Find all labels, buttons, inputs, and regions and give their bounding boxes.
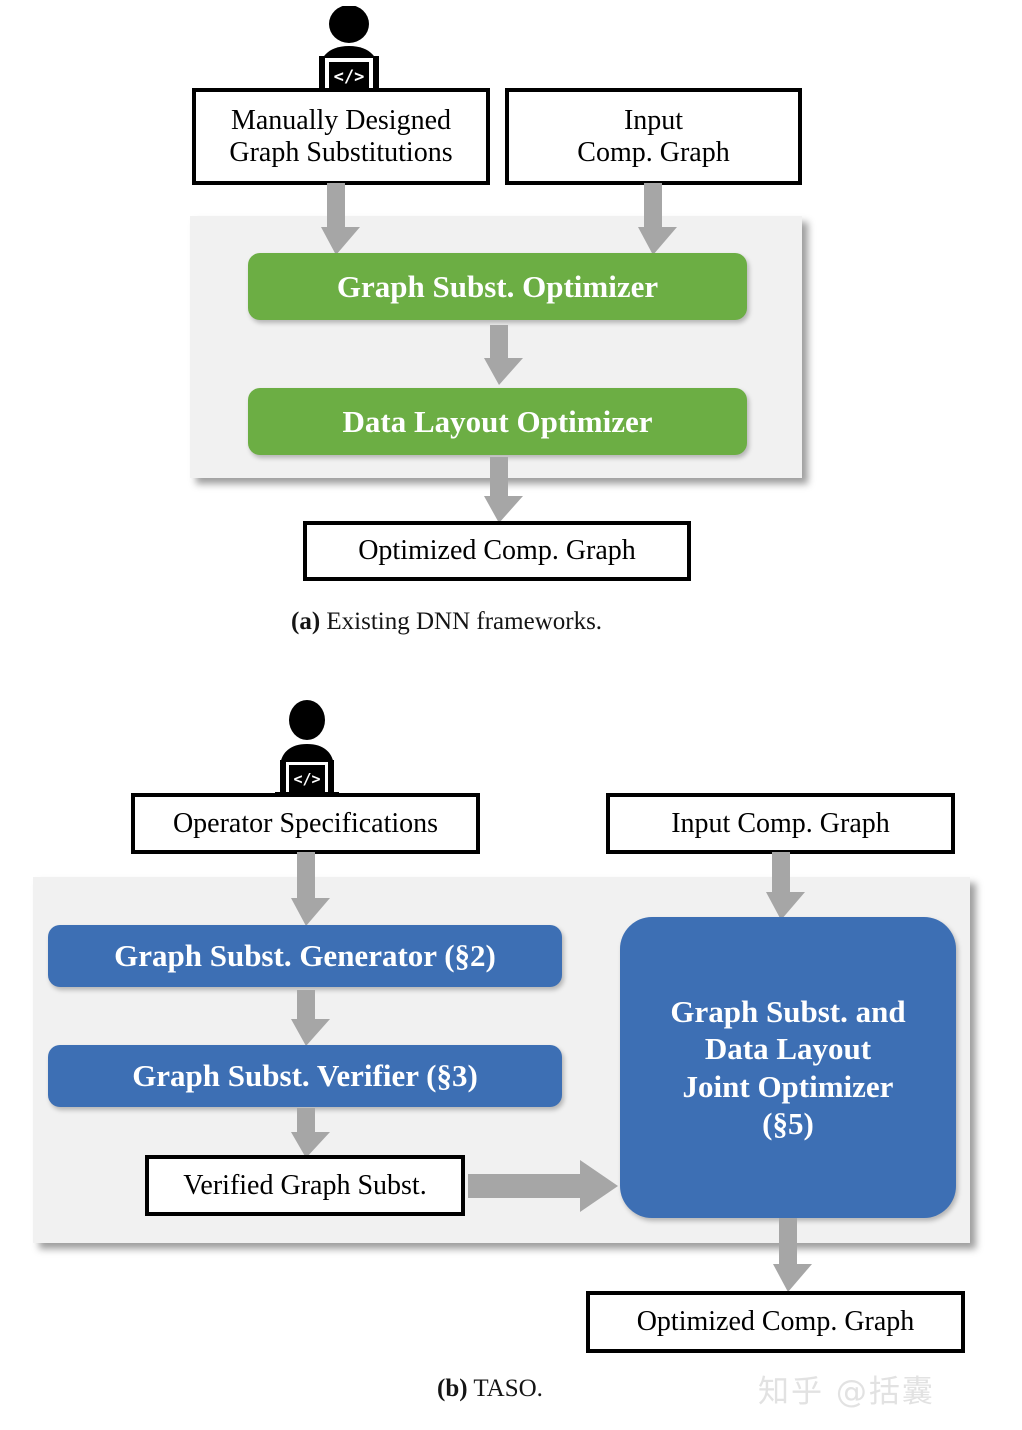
panel-b-input-operator-specifications: Operator Specifications: [131, 793, 480, 854]
panel-a-stage-graph-subst-optimizer: Graph Subst. Optimizer: [248, 253, 747, 320]
panel-b-output-optimized-comp-graph: Optimized Comp. Graph: [586, 1291, 965, 1353]
arrow-manually-designed-subst-to-graph-subst-optimizer: [312, 183, 360, 259]
panel-b-stage-graph-subst-generator: Graph Subst. Generator (§2): [48, 925, 562, 987]
stage-line-3: Joint Optimizer: [682, 1068, 894, 1104]
box-label: Operator Specifications: [172, 807, 439, 839]
caption-text: TASO.: [473, 1375, 543, 1402]
stage-line-1: Graph Subst. and: [670, 994, 906, 1030]
panel-b-intermediate-verified-graph-subst: Verified Graph Subst.: [145, 1155, 465, 1216]
stage-label: Data Layout Optimizer: [342, 403, 653, 439]
box-line-2: Graph Substitutions: [229, 136, 453, 168]
box-line-1: Manually Designed: [230, 105, 452, 137]
svg-text:</>: </>: [334, 67, 365, 87]
panel-a-caption: (a) Existing DNN frameworks.: [291, 608, 602, 636]
arrow-joint-optimizer-to-optimized-comp-graph: [764, 1218, 812, 1296]
box-label: Optimized Comp. Graph: [358, 535, 636, 567]
arrow-verified-graph-subst-to-joint-optimizer: [468, 1158, 620, 1214]
svg-text:</>: </>: [293, 770, 320, 788]
arrow-data-layout-optimizer-to-optimized-comp-graph: [475, 457, 523, 525]
arrow-input-comp-graph-to-joint-optimizer: [757, 852, 805, 924]
arrow-graph-subst-optimizer-to-data-layout-optimizer: [475, 325, 523, 387]
person-at-laptop-icon: </>: [297, 5, 401, 93]
stage-line-4: (§5): [762, 1105, 814, 1141]
panel-a-input-manually-designed-graph-substitutions: Manually Designed Graph Substitutions: [192, 88, 490, 185]
panel-a-stage-data-layout-optimizer: Data Layout Optimizer: [248, 388, 747, 455]
stage-label: Graph Subst. Generator (§2): [114, 938, 496, 974]
caption-label: (a): [291, 608, 321, 635]
panel-b-stage-graph-subst-verifier: Graph Subst. Verifier (§3): [48, 1045, 562, 1107]
panel-a-output-optimized-comp-graph: Optimized Comp. Graph: [303, 521, 691, 581]
stage-label: Graph Subst. Verifier (§3): [132, 1058, 478, 1094]
watermark: 知乎 @括囊: [758, 1374, 935, 1410]
panel-b-input-comp-graph: Input Comp. Graph: [606, 793, 955, 854]
caption-text: Existing DNN frameworks.: [326, 608, 603, 635]
box-label: Verified Graph Subst.: [183, 1169, 427, 1201]
box-label: Optimized Comp. Graph: [636, 1306, 915, 1338]
panel-a-input-comp-graph: Input Comp. Graph: [505, 88, 802, 185]
stage-label: Graph Subst. Optimizer: [336, 268, 659, 304]
panel-b-stage-graph-subst-and-data-layout-joint-optimizer: Graph Subst. and Data Layout Joint Optim…: [620, 917, 956, 1218]
box-line-2: Comp. Graph: [577, 136, 730, 168]
stage-line-2: Data Layout: [704, 1031, 872, 1067]
panel-b-caption: (b) TASO.: [437, 1375, 543, 1403]
arrow-graph-subst-verifier-to-verified-graph-subst: [282, 1108, 330, 1160]
box-line-1: Input: [623, 105, 684, 137]
arrow-graph-subst-generator-to-graph-subst-verifier: [282, 990, 330, 1048]
arrow-operator-specifications-to-graph-subst-generator: [282, 852, 330, 930]
person-at-laptop-icon: </>: [262, 700, 352, 798]
box-label: Input Comp. Graph: [671, 807, 890, 839]
arrow-input-comp-graph-to-graph-subst-optimizer: [629, 183, 677, 259]
caption-label: (b): [437, 1375, 468, 1402]
